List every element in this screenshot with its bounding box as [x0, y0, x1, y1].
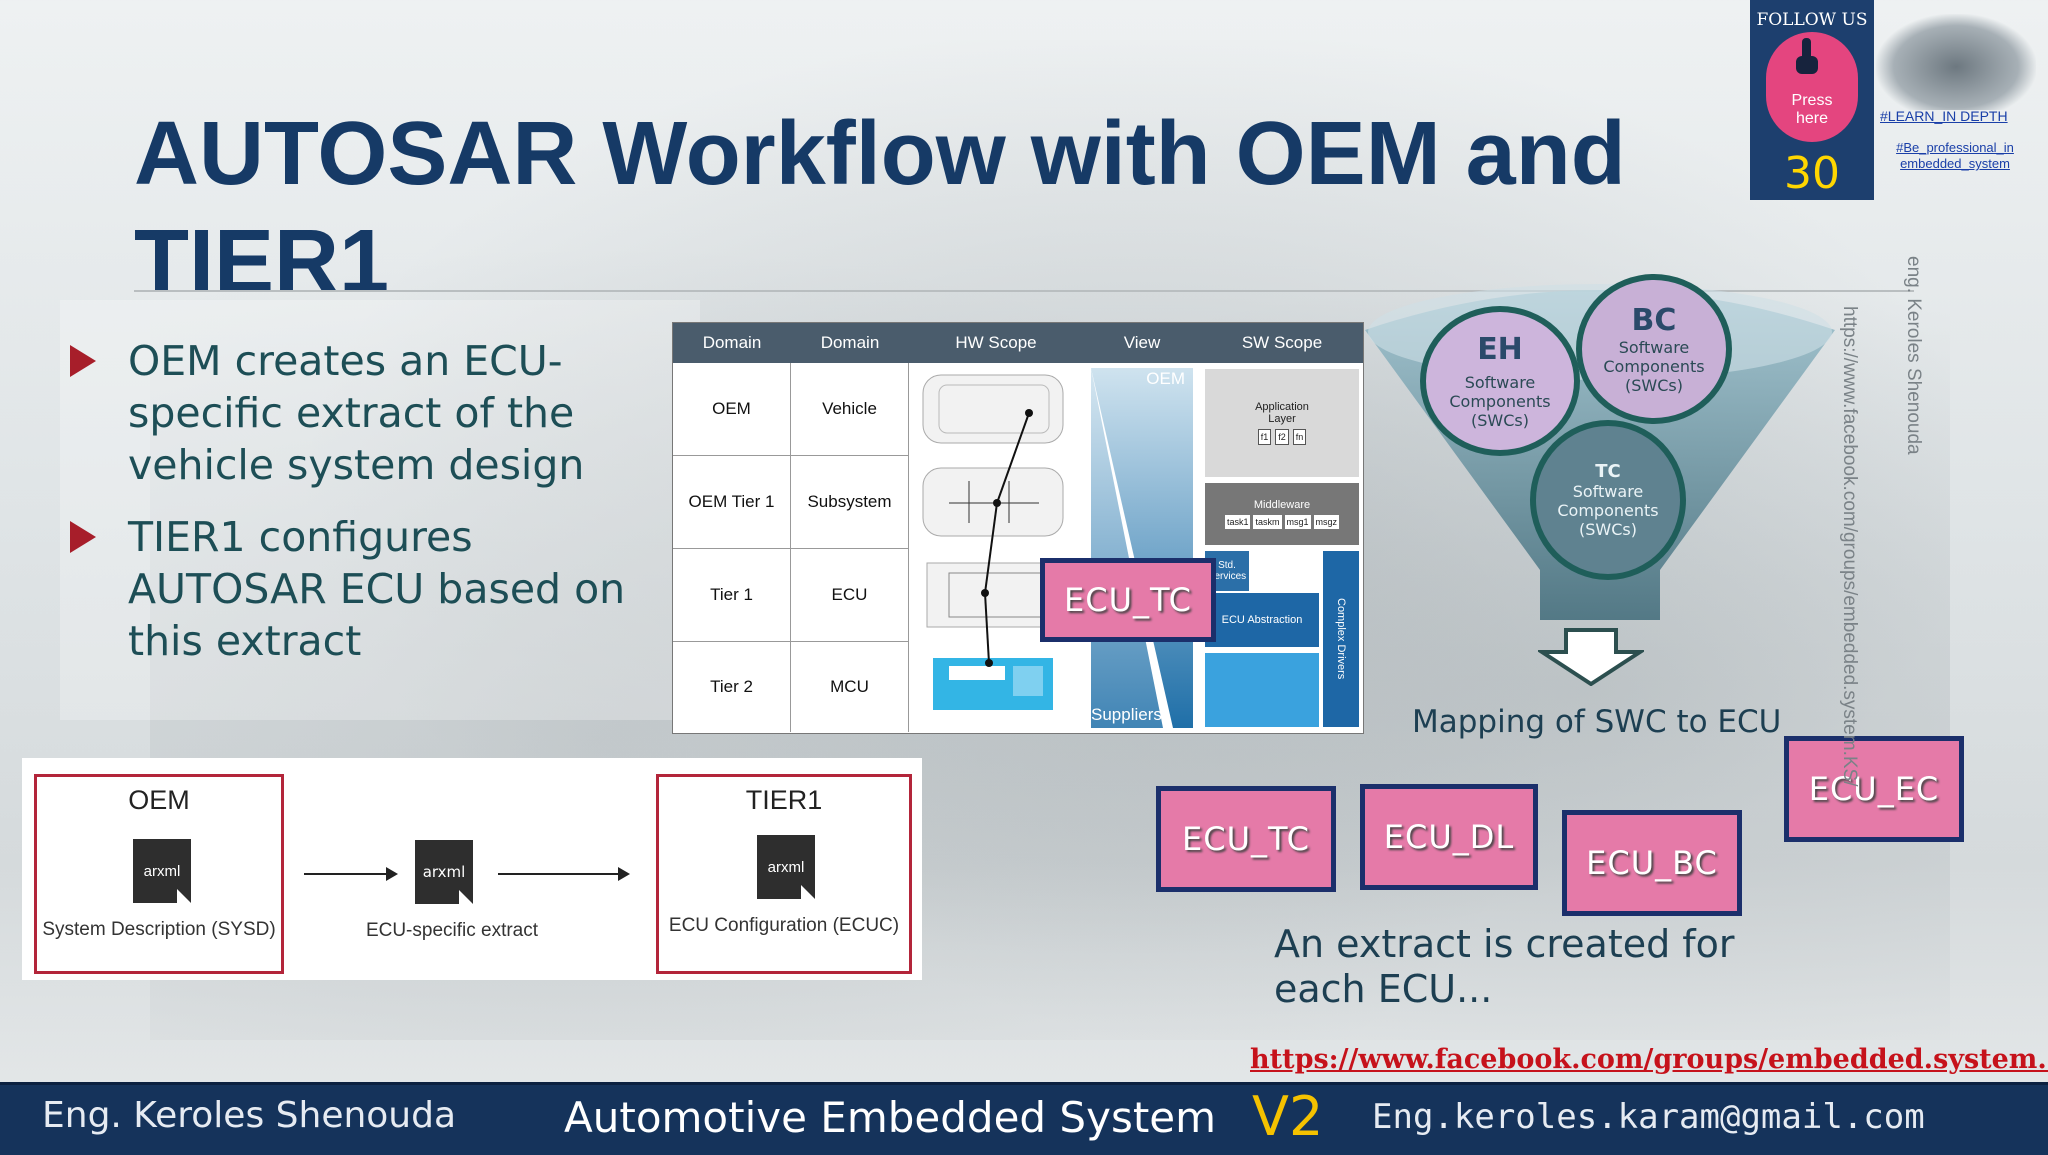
hand-pointer-icon — [1796, 38, 1818, 74]
bc-text: Software Components (SWCs) — [1603, 338, 1705, 395]
oem-label: OEM — [128, 785, 190, 815]
tier1-arxml-doc-icon: arxml — [757, 835, 815, 899]
eh-text: Software Components (SWCs) — [1449, 373, 1551, 430]
table-cell: Tier 2 — [673, 642, 791, 732]
msgz-label: msgz — [1313, 515, 1340, 529]
view-column: OEM Suppliers — [1083, 363, 1201, 733]
oem-box: OEM arxml System Description (SYSD) — [34, 774, 284, 974]
view-oem-label: OEM — [1146, 369, 1185, 388]
follow-us-label: FOLLOW US — [1756, 10, 1868, 30]
title-divider — [134, 290, 1914, 292]
bullet-text: OEM creates an ECU-specific extract of t… — [128, 337, 585, 489]
hashtag-professional[interactable]: #Be_professional_in embedded_system — [1896, 140, 2014, 171]
extract-caption: ECU-specific extract — [365, 920, 539, 941]
footer-email[interactable]: Eng.keroles.karam@gmail.com — [1372, 1097, 1925, 1137]
ecu-ec-box: ECU_EC — [1784, 736, 1964, 842]
oem-arxml-doc-icon: arxml — [133, 839, 191, 903]
table-cell: Tier 1 — [673, 549, 791, 642]
view-gradient-graphic — [1091, 368, 1193, 728]
bullet-triangle-icon — [70, 345, 96, 377]
ecu-abstraction-box: ECU Abstraction — [1205, 593, 1319, 647]
facebook-group-link[interactable]: https://www.facebook.com/groups/embedded… — [1250, 1044, 2048, 1075]
f2-label: f2 — [1275, 429, 1289, 445]
eh-swc-circle: EH Software Components (SWCs) — [1420, 306, 1580, 456]
table-header: Domain — [673, 323, 792, 363]
mapping-label: Mapping of SWC to ECU — [1412, 704, 1782, 740]
follow-us-badge[interactable]: FOLLOW US Press here 30 — [1750, 0, 1874, 200]
badge-number: 30 — [1784, 148, 1840, 199]
oem-caption: System Description (SYSD) — [42, 919, 276, 940]
mcal-box — [1205, 653, 1319, 727]
f1-label: f1 — [1257, 429, 1272, 445]
arrow-icon — [498, 867, 630, 881]
bullet-list: OEM creates an ECU-specific extract of t… — [70, 335, 670, 687]
hw-scope-diagram — [922, 374, 1068, 710]
tc-swc-circle: TC Software Components (SWCs) — [1530, 420, 1686, 580]
watermark-name: eng. Keroles Shenouda — [1903, 256, 1924, 455]
ecu-tc-box: ECU_TC — [1156, 786, 1336, 892]
slide-title: AUTOSAR Workflow with OEM and TIER1 — [134, 104, 1626, 312]
table-cell: MCU — [791, 642, 909, 732]
footer-version: V2 — [1252, 1085, 1324, 1148]
workflow-diagram: OEM arxml System Description (SYSD) arxm… — [22, 758, 922, 980]
sw-scope-column: Application Layer f1 f2 fn Middleware ta… — [1201, 363, 1363, 733]
middleware-label: Middleware — [1253, 499, 1311, 511]
bullet-item: TIER1 configures AUTOSAR ECU based on th… — [70, 511, 670, 667]
hw-scope-column — [909, 363, 1084, 733]
tc-text: Software Components (SWCs) — [1557, 482, 1659, 539]
bc-title: BC — [1631, 303, 1677, 338]
ecu-bc-box: ECU_BC — [1562, 810, 1742, 916]
bc-swc-circle: BC Software Components (SWCs) — [1576, 274, 1732, 424]
table-header: SW Scope — [1201, 323, 1363, 363]
msg1-label: msg1 — [1284, 515, 1311, 529]
table-cell: Subsystem — [791, 456, 909, 549]
tier1-caption: ECU Configuration (ECUC) — [668, 915, 900, 936]
application-layer-box: Application Layer f1 f2 fn — [1205, 369, 1359, 477]
autosar-layer-table: Domain Domain HW Scope View SW Scope OEM… — [672, 322, 1364, 734]
complex-drivers-label: Complex Drivers — [1335, 598, 1347, 680]
car-engine-image — [1876, 14, 2036, 110]
footer-bar: Eng. Keroles Shenouda Automotive Embedde… — [0, 1082, 2048, 1155]
complex-drivers-box: Complex Drivers — [1323, 551, 1359, 727]
tc-title: TC — [1595, 461, 1621, 482]
press-here-button[interactable]: Press here — [1766, 32, 1858, 142]
task1-label: task1 — [1224, 515, 1251, 529]
view-suppliers-label: Suppliers — [1091, 705, 1162, 724]
footer-course: Automotive Embedded System — [564, 1093, 1217, 1142]
extract-note: An extract is created for each ECU... — [1274, 922, 1735, 1011]
table-header: Domain — [791, 323, 910, 363]
bullet-item: OEM creates an ECU-specific extract of t… — [70, 335, 670, 491]
press-here-label: Press here — [1791, 92, 1833, 127]
table-cell: OEM — [673, 363, 791, 456]
application-layer-label: Application Layer — [1255, 401, 1309, 425]
hashtag-learn[interactable]: #LEARN_IN DEPTH — [1880, 108, 2008, 124]
table-header: HW Scope — [909, 323, 1084, 363]
extract-arxml-doc-icon: arxml — [415, 840, 473, 904]
ecu-dl-box: ECU_DL — [1360, 784, 1538, 890]
ecu-tc-overlay-box: ECU_TC — [1040, 558, 1216, 642]
middleware-box: Middleware task1 taskm msg1 msgz — [1205, 483, 1359, 545]
bullet-triangle-icon — [70, 521, 96, 553]
tier1-box: TIER1 arxml ECU Configuration (ECUC) — [656, 774, 912, 974]
table-header: View — [1083, 323, 1202, 363]
bullet-text: TIER1 configures AUTOSAR ECU based on th… — [128, 513, 626, 665]
table-cell: OEM Tier 1 — [673, 456, 791, 549]
eh-title: EH — [1477, 332, 1523, 367]
arrow-icon — [304, 867, 398, 881]
watermark-url: https://www.facebook.com/groups/embedded… — [1839, 306, 1860, 787]
background-wash — [60, 300, 700, 720]
footer-author: Eng. Keroles Shenouda — [42, 1095, 457, 1136]
table-cell: Vehicle — [791, 363, 909, 456]
table-cell: ECU — [791, 549, 909, 642]
taskm-label: taskm — [1253, 515, 1282, 529]
tier1-label: TIER1 — [745, 785, 823, 815]
fn-label: fn — [1292, 429, 1307, 445]
down-arrow-icon — [1538, 628, 1644, 686]
